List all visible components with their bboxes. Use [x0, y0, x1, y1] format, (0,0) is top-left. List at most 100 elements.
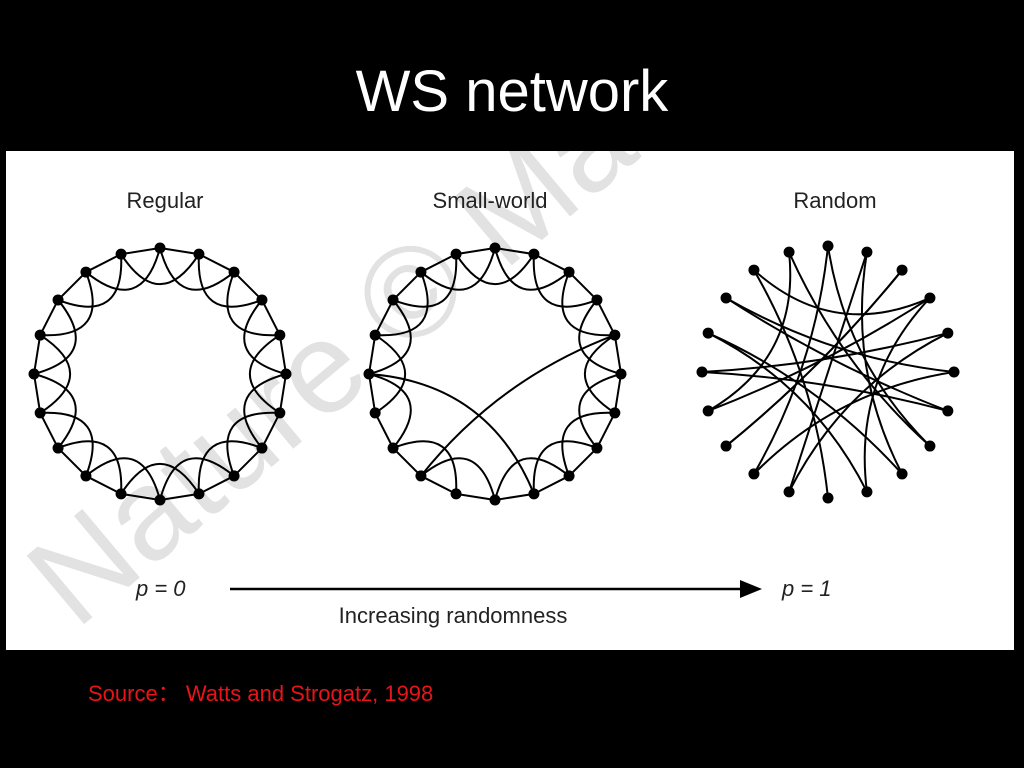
network-node — [256, 442, 268, 454]
network-node — [948, 366, 960, 378]
ring-edge — [613, 373, 622, 414]
source-prefix: Source： — [88, 681, 180, 706]
random-edge — [788, 251, 931, 447]
ring-edge — [455, 247, 496, 256]
loop-edge — [420, 457, 496, 501]
loop-edge — [248, 334, 281, 414]
loop-edge — [561, 271, 615, 337]
loop-edge — [243, 299, 287, 375]
ring-edge — [568, 447, 598, 477]
network-node — [280, 368, 292, 380]
axis-start-label: p = 0 — [135, 576, 186, 601]
network-node — [924, 440, 936, 452]
random-edge — [788, 332, 949, 493]
network-node — [822, 240, 834, 252]
ring-edge — [120, 492, 161, 501]
random-edge — [707, 332, 868, 493]
loop-edge — [120, 253, 200, 286]
ring-edge — [368, 373, 377, 414]
ring-edge — [33, 334, 42, 375]
network-node — [563, 470, 575, 482]
random-edge — [860, 252, 903, 475]
network-node — [369, 329, 381, 341]
random-edge — [701, 371, 949, 412]
ring-edge — [596, 412, 616, 449]
ring-edge — [613, 334, 622, 375]
network-node — [369, 407, 381, 419]
loop-edge — [33, 299, 77, 375]
ring-edge — [159, 247, 200, 256]
network-node — [591, 442, 603, 454]
loop-edge — [33, 373, 77, 449]
source-citation: Watts and Strogatz, 1998 — [185, 681, 434, 706]
network-node — [387, 442, 399, 454]
network-node — [115, 488, 127, 500]
loop-edge — [532, 254, 598, 308]
loop-edge — [85, 247, 161, 291]
network-node — [228, 266, 240, 278]
network-node — [34, 407, 46, 419]
ring-edge — [159, 492, 200, 501]
network-node — [28, 368, 40, 380]
network-node — [720, 292, 732, 304]
random-edge — [725, 269, 903, 447]
ring-edge — [233, 447, 263, 477]
regular-ring-network — [28, 242, 292, 506]
panel-label-regular: Regular — [126, 188, 203, 213]
network-node — [193, 248, 205, 260]
randomness-arrowhead — [740, 580, 762, 598]
ring-edge — [120, 247, 161, 256]
ring-edge — [57, 271, 87, 301]
network-node — [696, 366, 708, 378]
network-node — [154, 242, 166, 254]
loop-edge — [226, 271, 280, 337]
network-node — [80, 470, 92, 482]
ring-edge — [494, 492, 535, 501]
network-node — [450, 488, 462, 500]
ring-edge — [596, 299, 616, 336]
random-edge — [863, 297, 931, 492]
network-node — [609, 407, 621, 419]
ring-edge — [494, 247, 535, 256]
loop-edge — [57, 440, 123, 494]
loop-edge — [494, 247, 570, 291]
random-edge — [753, 269, 829, 499]
ring-edge — [420, 475, 457, 495]
network-node — [528, 488, 540, 500]
network-node — [896, 264, 908, 276]
loop-edge — [40, 271, 94, 337]
network-node — [274, 329, 286, 341]
network-node — [942, 327, 954, 339]
loop-edge — [159, 457, 235, 501]
random-edge — [725, 297, 955, 373]
network-node — [528, 248, 540, 260]
network-node — [861, 486, 873, 498]
network-node — [450, 248, 462, 260]
small-world-network — [363, 242, 627, 506]
ring-edge — [85, 475, 122, 495]
loop-edge — [532, 440, 598, 494]
ring-edge — [39, 412, 59, 449]
network-node — [783, 246, 795, 258]
network-node — [702, 327, 714, 339]
network-node — [609, 329, 621, 341]
loop-edge — [494, 457, 570, 501]
random-network — [696, 240, 960, 504]
loop-edge — [420, 247, 496, 291]
loop-edge — [40, 411, 94, 477]
loop-edge — [39, 334, 72, 414]
network-node — [924, 292, 936, 304]
loop-edge — [57, 254, 123, 308]
watermark-text: Nature © Mac — [6, 151, 710, 650]
network-node — [228, 470, 240, 482]
network-node — [415, 470, 427, 482]
ring-edge — [261, 299, 281, 336]
network-node — [193, 488, 205, 500]
network-node — [861, 246, 873, 258]
loop-edge — [243, 373, 287, 449]
network-node — [387, 294, 399, 306]
network-node — [942, 405, 954, 417]
loop-edge — [159, 247, 235, 291]
network-node — [489, 494, 501, 506]
network-node — [896, 468, 908, 480]
